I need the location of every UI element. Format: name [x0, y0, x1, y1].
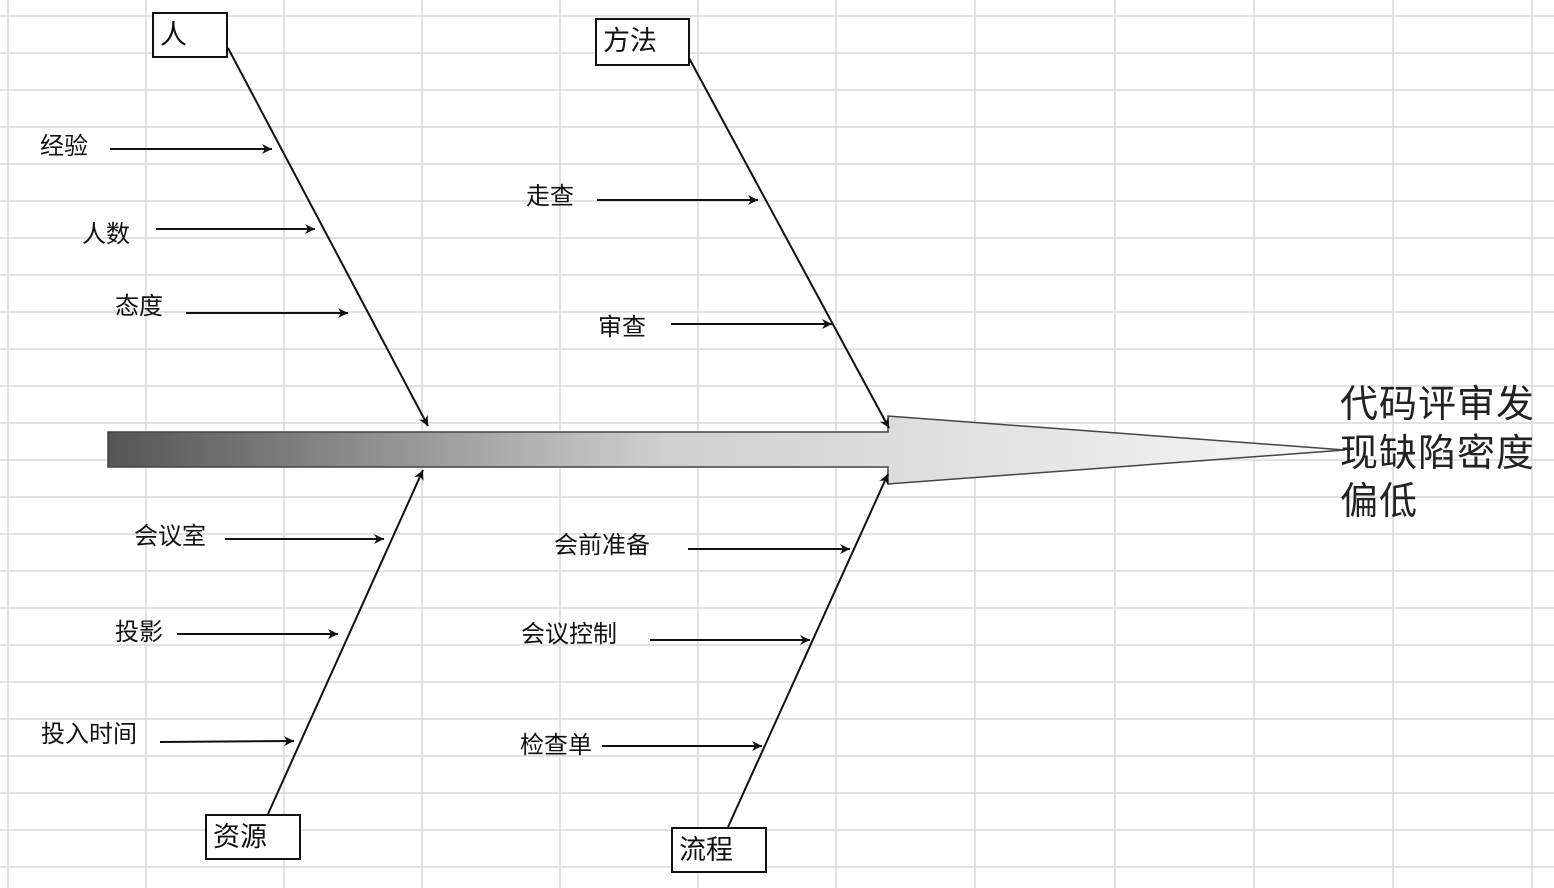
category-box-process: 流程	[671, 827, 767, 873]
cause-label: 检查单	[520, 731, 592, 759]
cause-label: 经验	[40, 132, 88, 160]
bone-method	[688, 57, 890, 429]
effect-label: 代码评审发现缺陷密度偏低	[1340, 382, 1536, 524]
bone-process	[727, 473, 889, 828]
bones	[110, 47, 890, 828]
spine-arrow	[107, 415, 1346, 485]
category-box-people: 人	[152, 12, 228, 58]
bone-people	[227, 47, 429, 427]
cause-label: 会议控制	[521, 620, 617, 648]
cause-label: 人数	[82, 220, 130, 248]
cause-label: 会议室	[134, 522, 206, 550]
category-box-resource: 资源	[205, 814, 301, 860]
cause-label: 投影	[115, 618, 163, 646]
cause-label: 走查	[526, 182, 574, 210]
cause-label: 会前准备	[554, 531, 650, 559]
category-box-method: 方法	[595, 18, 690, 66]
cause-label: 态度	[115, 292, 163, 320]
bone-resource	[267, 469, 424, 815]
cause-arrow	[159, 736, 295, 747]
cause-label: 审查	[598, 313, 646, 341]
cause-label: 投入时间	[41, 720, 137, 748]
